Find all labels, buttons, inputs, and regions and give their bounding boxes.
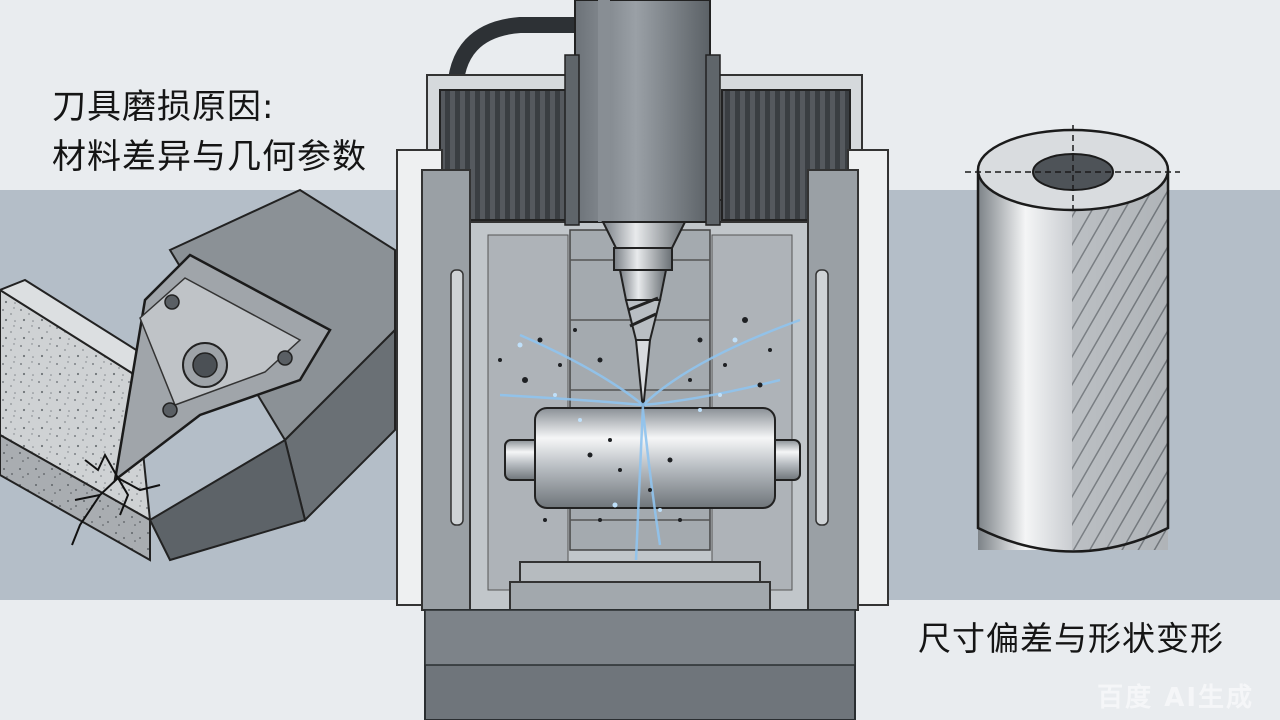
end-mill-flutes — [627, 296, 659, 328]
end-mill-tip — [634, 339, 652, 411]
tool-collet — [613, 247, 673, 271]
insert-pin-hole — [162, 402, 178, 418]
cutting-tool-illustration — [0, 188, 396, 562]
machine-table-top — [519, 561, 761, 583]
collet-nut — [618, 269, 668, 301]
insert-pin-hole — [164, 294, 180, 310]
right-door-handle — [815, 269, 829, 526]
cnc-machine-illustration — [396, 0, 889, 720]
cylinder-hatched-section — [1072, 170, 1168, 550]
deviation-caption: 尺寸偏差与形状变形 — [918, 619, 1224, 658]
spindle-head — [574, 0, 711, 223]
watermark-logo: 百度 AI生成 — [1097, 683, 1254, 713]
workpiece-side-face — [0, 433, 151, 562]
wear-causes-title: 刀具磨损原因: 材料差异与几何参数 — [52, 82, 367, 182]
title-line-1: 刀具磨损原因: — [52, 87, 275, 127]
insert-screw-center — [192, 352, 218, 378]
coolant-spray — [499, 318, 801, 561]
wear-cracks — [71, 452, 161, 546]
deformed-cylinder-illustration — [965, 125, 1180, 553]
machine-base-upper — [424, 609, 856, 666]
spindle-rail-right — [705, 54, 721, 226]
tool-chuck — [601, 221, 687, 249]
workpiece-cylinder — [534, 407, 776, 509]
metal-chips — [498, 317, 772, 522]
spindle-head-highlight — [598, 0, 610, 222]
cylinder-outline — [976, 170, 1170, 553]
left-door-handle — [450, 269, 464, 526]
insert-pin-hole — [277, 350, 293, 366]
machine-table-base — [509, 581, 771, 611]
coolant-droplets — [517, 337, 738, 512]
title-line-2: 材料差异与几何参数 — [52, 137, 367, 177]
tool-holder-front — [148, 438, 307, 562]
spindle-rail-left — [564, 54, 580, 226]
